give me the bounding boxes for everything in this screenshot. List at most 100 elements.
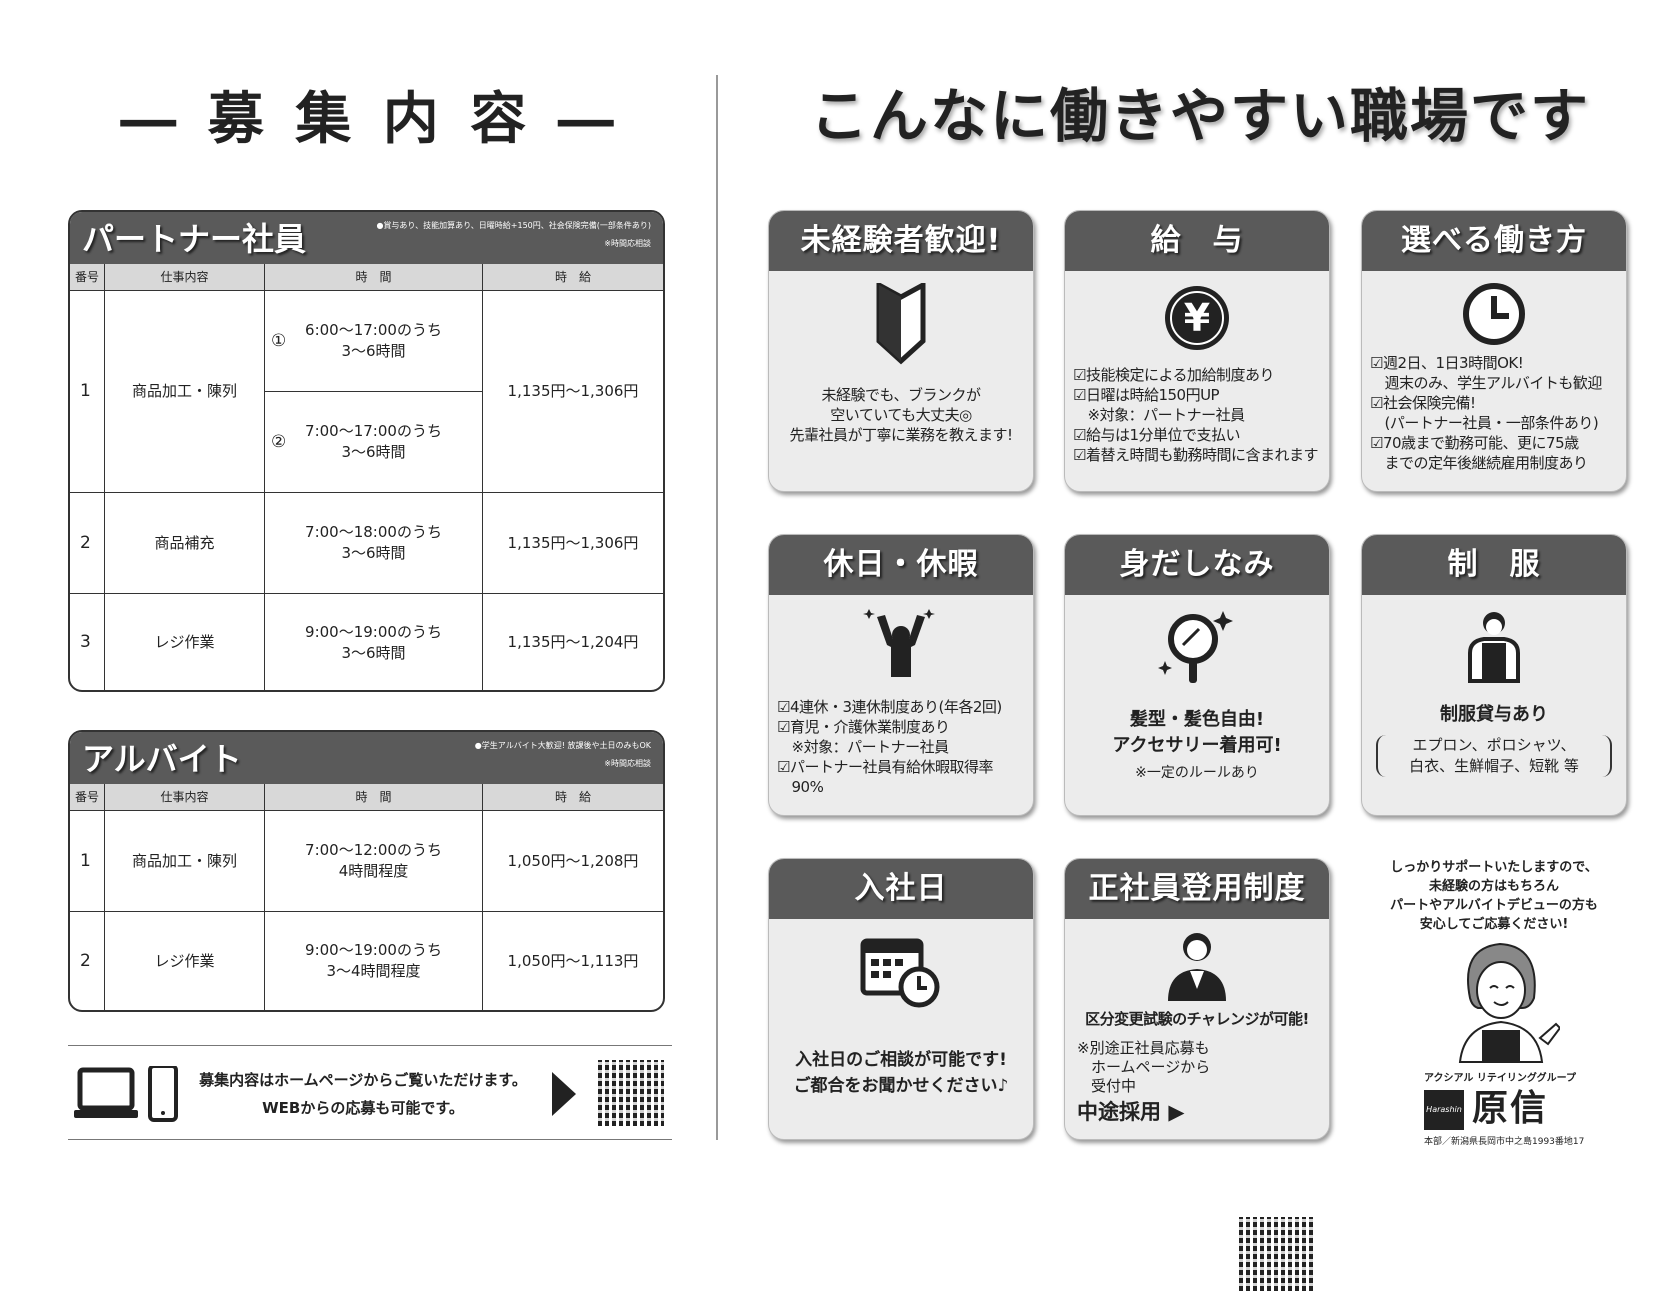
arbeit-header: アルバイト ●学生アルバイト大歓迎! 放課後や土日のみもOK ※時間応相談 (70, 732, 663, 784)
card-text: までの定年後継続雇用制度あり (1370, 454, 1589, 472)
card-text: ☑給与は1分単位で支払い (1073, 426, 1241, 444)
time: 9:00〜19:00のうち 3〜4時間程度 (265, 911, 483, 1010)
card-text: アクセサリー着用可! (1112, 735, 1282, 756)
card-text: 区分変更試験のチャレンジが可能! (1085, 1010, 1309, 1028)
partner-title: パートナー社員 (82, 220, 307, 258)
card-note: ※一定のルールあり (1135, 765, 1259, 781)
partner-note-time: ※時間応相談 (604, 239, 651, 248)
arbeit-note-time: ※時間応相談 (604, 759, 651, 768)
company-name: 原信 (1472, 1088, 1549, 1129)
cta-text: 中途採用 (1077, 1100, 1161, 1124)
uniform-items: エプロン、ポロシャツ、 白衣、生鮮帽子、短靴 等 (1376, 735, 1612, 777)
card-text: ☑70歳まで勤務可能、更に75歳 (1370, 434, 1579, 452)
col-header: 時 給 (483, 264, 663, 290)
time: 7:00〜18:00のうち 3〜6時間 (265, 492, 483, 593)
workplace-title: こんなに働きやすい職場です (809, 82, 1590, 150)
card-text: ☑技能検定による加給制度あり (1073, 366, 1275, 384)
card-salary: 給 与 ¥ ☑技能検定による加給制度あり ☑日曜は時給150円UP ※対象：パー… (1064, 210, 1330, 492)
partner-header: パートナー社員 ●賞与あり、技能加算あり、日曜時給+150円、社会保険完備(一部… (70, 212, 663, 264)
card-text: 制服貸与あり (1440, 704, 1548, 725)
time: 7:00〜12:00のうち 4時間程度 (265, 810, 483, 911)
card-note: ホームページから (1091, 1058, 1211, 1076)
wage: 1,050円〜1,208円 (483, 810, 663, 911)
col-header: 時 間 (265, 784, 483, 810)
web-text: 募集内容はホームページからご覧いただけます。 (199, 1071, 527, 1089)
card-title: 身だしなみ (1065, 535, 1329, 595)
row-number: 3 (70, 593, 105, 691)
card-start-date: 入社日 入社日のご相談が可能です! ご都合をお聞かせください♪ (768, 858, 1034, 1140)
staff-illustration (1458, 942, 1560, 1063)
recruitment-title: ― 募 集 内 容 ― (120, 86, 620, 152)
arbeit-title: アルバイト (82, 740, 242, 778)
time: 9:00〜19:00のうち 3〜6時間 (265, 593, 483, 691)
col-header: 番号 (70, 784, 105, 810)
card-text: ご都合をお聞かせください♪ (793, 1076, 1009, 1096)
row-number: 1 (70, 810, 105, 911)
shift-mark: ② (271, 431, 287, 452)
card-uniform: 制 服 制服貸与あり エプロン、ポロシャツ、 白衣、生鮮帽子、短靴 等 (1361, 534, 1627, 816)
card-title: 入社日 (769, 859, 1033, 919)
web-apply-bar: 募集内容はホームページからご覧いただけます。 WEBからの応募も可能です。 (68, 1045, 672, 1140)
card-text: 入社日のご相談が可能です! (795, 1050, 1007, 1070)
card-title: 正社員登用制度 (1065, 859, 1329, 919)
qr-code[interactable] (1233, 1211, 1319, 1291)
card-beginner-welcome: 未経験者歓迎! 未経験でも、ブランクが 空いていても大丈夫◎ 先輩社員が丁寧に業… (768, 210, 1034, 492)
job: 商品補充 (105, 492, 265, 593)
card-text: 先輩社員が丁寧に業務を教えます! (789, 426, 1013, 444)
card-text: ※対象：パートナー社員 (777, 738, 950, 756)
yen-icon: ¥ (1165, 286, 1229, 350)
row-number: 2 (70, 492, 105, 593)
shift-mark: ① (271, 330, 287, 351)
card-text: エプロン、ポロシャツ、 (1412, 736, 1576, 754)
web-text: WEBからの応募も可能です。 (262, 1099, 464, 1117)
card-work-style: 選べる働き方 ☑週2日、1日3時間OK! 週末のみ、学生アルバイトも歓迎 ☑社会… (1361, 210, 1627, 492)
card-text: ☑着替え時間も勤務時間に含まれます (1073, 446, 1318, 464)
card-title: 休日・休暇 (769, 535, 1033, 595)
card-title: 未経験者歓迎! (769, 211, 1033, 271)
arbeit-note: ●学生アルバイト大歓迎! 放課後や土日のみもOK (474, 741, 651, 750)
divider (716, 75, 718, 1140)
uniform-person-icon (1468, 612, 1520, 683)
support-line: パートやアルバイトデビューの方も (1390, 898, 1598, 913)
hand-mirror-icon (1158, 611, 1233, 683)
row-number: 2 (70, 911, 105, 1010)
support-line: 安心してご応募ください! (1419, 917, 1569, 932)
job: レジ作業 (105, 593, 265, 691)
partner-table: パートナー社員 ●賞与あり、技能加算あり、日曜時給+150円、社会保険完備(一部… (68, 210, 665, 692)
support-line: しっかりサポートいたしますので、 (1390, 860, 1598, 875)
partner-note: ●賞与あり、技能加算あり、日曜時給+150円、社会保険完備(一部条件あり) (376, 221, 651, 230)
wage: 1,135円〜1,306円 (483, 492, 663, 593)
card-text: 90% (777, 778, 824, 796)
card-text: ☑日曜は時給150円UP (1073, 386, 1220, 404)
mid-career-link[interactable]: 中途採用 ▶ (1077, 1098, 1210, 1126)
time-text: 7:00〜17:00のうち 3〜6時間 (305, 422, 442, 461)
svg-text:¥: ¥ (1184, 296, 1210, 340)
card-text: (パートナー社員・一部条件あり) (1370, 414, 1599, 432)
card-text: 白衣、生鮮帽子、短靴 等 (1409, 757, 1579, 775)
wage: 1,135円〜1,204円 (483, 593, 663, 691)
card-note: ※別途正社員応募も (1077, 1039, 1210, 1057)
card-text: ☑パートナー社員有給休暇取得率 (777, 758, 993, 776)
company-group: アクシアル リテイリンググループ (1423, 1073, 1577, 1084)
card-title: 制 服 (1362, 535, 1626, 595)
card-fulltime-promotion: 正社員登用制度 区分変更試験のチャレンジが可能! ※別途正社員応募も ホームペー… (1064, 858, 1330, 1291)
wage: 1,135円〜1,306円 (483, 290, 663, 492)
col-header: 番号 (70, 264, 105, 290)
support-line: 未経験の方はもちろん (1428, 879, 1559, 894)
qr-code[interactable] (598, 1060, 664, 1126)
card-text: ☑4連休・3連休制度あり(年各2回) (777, 698, 1002, 716)
support-message: しっかりサポートいたしますので、 未経験の方はもちろん パートやアルバイトデビュ… (1361, 858, 1627, 934)
arbeit-table: アルバイト ●学生アルバイト大歓迎! 放課後や土日のみもOK ※時間応相談 番号… (68, 730, 665, 1012)
card-text: ☑育児・介護休業制度あり (777, 718, 950, 736)
arrow-icon (552, 1072, 576, 1116)
card-text: 週末のみ、学生アルバイトも歓迎 (1370, 374, 1603, 392)
card-text: ☑週2日、1日3時間OK! (1370, 354, 1524, 372)
beginner-mark-icon (876, 283, 926, 365)
logo-text: Harashin (1426, 1105, 1462, 1114)
arrow-icon: ▶ (1168, 1100, 1185, 1124)
company-address: 本部／新潟県長岡市中之島1993番地17 (1424, 1137, 1585, 1147)
harashin-logo: Harashin (1424, 1090, 1464, 1130)
job: レジ作業 (105, 911, 265, 1010)
card-title: 給 与 (1065, 211, 1329, 271)
card-note: 受付中 (1091, 1077, 1137, 1095)
